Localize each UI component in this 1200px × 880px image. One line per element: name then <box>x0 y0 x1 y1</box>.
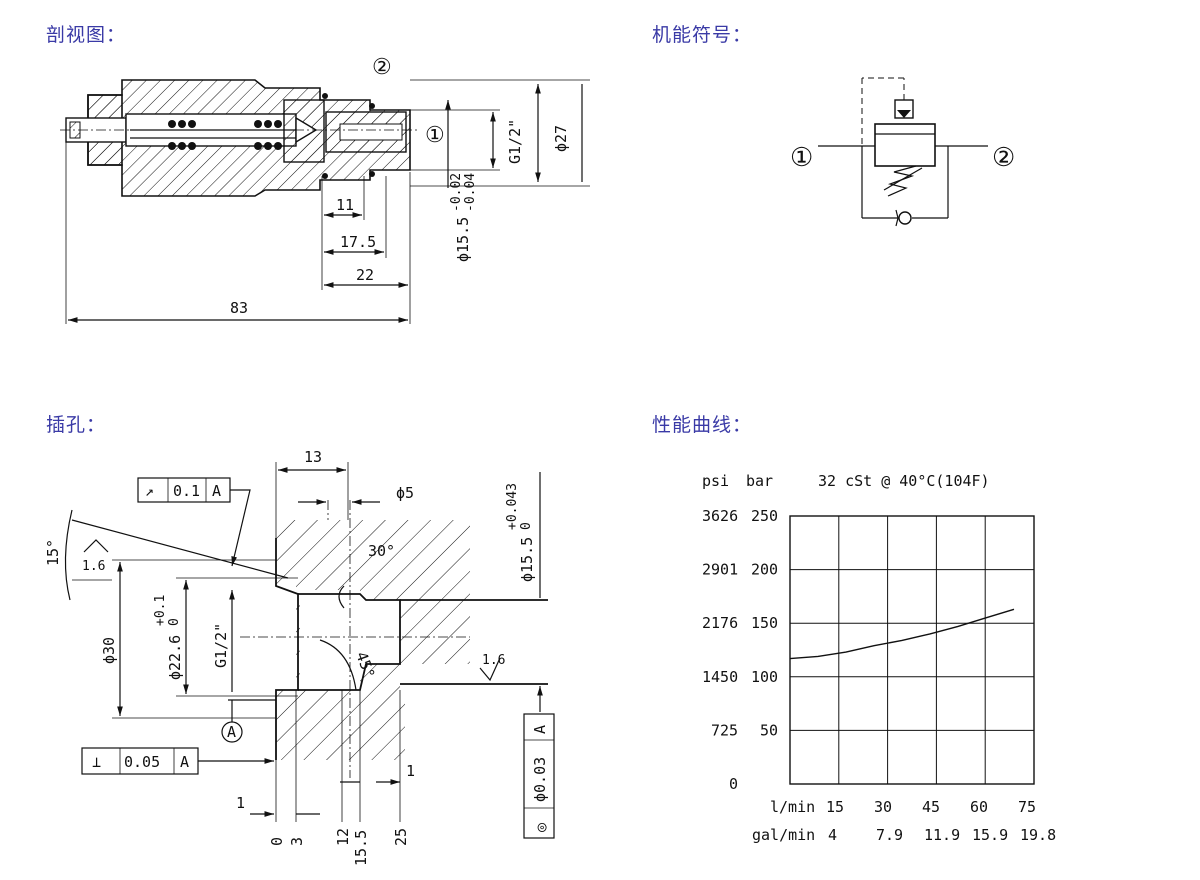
section-port-2: ② <box>372 55 392 80</box>
section-dim-83: 83 <box>230 299 248 317</box>
o-rings <box>322 93 375 179</box>
frame-conc-sym: ◎ <box>532 823 550 832</box>
cavity-rough-16a: 1.6 <box>82 559 105 574</box>
series-line <box>789 608 1015 660</box>
y-tick-psi: 0 <box>729 775 738 793</box>
section-dim-22: 22 <box>356 266 374 284</box>
y-tick-psi: 1450 <box>702 668 738 686</box>
check-ball <box>898 211 912 225</box>
x-tick-lmin: 60 <box>970 798 988 816</box>
frame-runout-val: 0.1 <box>173 482 200 500</box>
frame-perp-val: 0.05 <box>124 753 160 771</box>
chart-series <box>789 608 1015 660</box>
axis-tick: 15.5 <box>352 830 370 866</box>
frame-perp-sym: ⊥ <box>92 753 101 771</box>
y-tick-bar: 50 <box>760 721 778 739</box>
frame-perp <box>81 747 199 775</box>
chart-frame <box>789 515 1035 785</box>
chart-ylabel-bar: bar <box>746 472 773 490</box>
x-tick-galmin: 11.9 <box>924 826 960 844</box>
symbol-port-1: ① <box>790 143 813 173</box>
chart-xlabel-lmin: l/min <box>770 798 815 816</box>
y-tick-psi: 2901 <box>702 561 738 579</box>
frame-conc <box>523 713 555 839</box>
x-tick-lmin: 30 <box>874 798 892 816</box>
frame-perp-ref: A <box>180 753 189 771</box>
cavity-dim-d226-lower: 0 <box>167 618 182 626</box>
valve-block <box>874 123 936 167</box>
chart-grid <box>789 515 1035 785</box>
section-dim-175: 17.5 <box>340 233 376 251</box>
x-tick-galmin: 4 <box>828 826 837 844</box>
section-dim-d155: ϕ15.5 <box>454 217 472 262</box>
section-dim-d155-upper: -0.02 <box>449 173 464 212</box>
cavity-dim-1a: 1 <box>236 794 245 812</box>
frame-runout-sym: ↗ <box>145 482 154 500</box>
y-tick-bar: 100 <box>751 668 778 686</box>
y-tick-bar: 150 <box>751 614 778 632</box>
cavity-dim-g: G1/2" <box>212 623 230 668</box>
cavity-dim-d30: ϕ30 <box>100 637 118 664</box>
cavity-dim-d155-upper: +0.043 <box>505 483 520 530</box>
chart-ylabel-psi: psi <box>702 472 729 490</box>
datum-label: A <box>227 723 236 741</box>
section-view: ① ② G1/2" ϕ27 ϕ15.5 -0.02 -0.04 11 17.5 … <box>60 55 590 324</box>
frame-conc-val: ϕ0.03 <box>531 757 549 802</box>
x-tick-lmin: 75 <box>1018 798 1036 816</box>
curve-heading: 性能曲线： <box>652 414 753 436</box>
section-dim-g: G1/2" <box>506 119 524 164</box>
y-tick-bar: 250 <box>751 507 778 525</box>
spring-symbol <box>887 165 917 197</box>
cavity-dim-d5: ϕ5 <box>396 484 414 502</box>
y-tick-psi: 3626 <box>702 507 738 525</box>
frame-runout-ref: A <box>212 482 221 500</box>
chart-title: 32 cSt @ 40°C(104F) <box>818 472 990 490</box>
cavity-rough-16b: 1.6 <box>482 653 505 668</box>
axis-tick: 3 <box>288 837 306 846</box>
chart-ticks: 3626 250 2901 200 2176 150 1450 100 725 50 0 15 30 45… <box>702 507 1056 844</box>
frame-runout <box>137 477 231 503</box>
section-port-1: ① <box>425 123 445 148</box>
chart-xlabel-galmin: gal/min <box>752 826 815 844</box>
x-tick-galmin: 15.9 <box>972 826 1008 844</box>
cavity-dim-d226-upper: +0.1 <box>153 595 168 626</box>
x-tick-galmin: 19.8 <box>1020 826 1056 844</box>
section-dim-d27: ϕ27 <box>552 125 570 152</box>
cavity-dim-45deg: 45° <box>352 649 378 681</box>
cavity-heading: 插孔： <box>46 414 107 436</box>
y-tick-psi: 725 <box>711 721 738 739</box>
symbol-heading: 机能符号： <box>652 24 753 46</box>
y-tick-psi: 2176 <box>702 614 738 632</box>
section-dim-11: 11 <box>336 196 354 214</box>
cavity-dim-d155: ϕ15.5 <box>518 537 536 582</box>
y-tick-bar: 200 <box>751 561 778 579</box>
cavity-dim-30deg: 30° <box>368 542 395 560</box>
x-tick-lmin: 45 <box>922 798 940 816</box>
cavity-drawing: 13 ϕ5 30° 45° 15° 1.6 ↗ 0.1 A ϕ30 ϕ22.6 … <box>44 448 555 866</box>
cavity-dim-d226: ϕ22.6 <box>166 635 184 680</box>
cavity-dim-1b: 1 <box>406 762 415 780</box>
spring-coils <box>168 120 282 150</box>
section-view-heading: 剖视图： <box>46 24 127 46</box>
function-symbol: ① ② <box>790 77 1015 227</box>
axis-tick: 25 <box>392 828 410 846</box>
cavity-material <box>276 520 470 760</box>
x-tick-galmin: 7.9 <box>876 826 903 844</box>
cavity-dim-13: 13 <box>304 448 322 466</box>
x-tick-lmin: 15 <box>826 798 844 816</box>
cavity-dim-15deg: 15° <box>44 539 62 566</box>
symbol-port-2: ② <box>992 143 1015 173</box>
performance-chart: psi bar 32 cSt @ 40°C(104F) l/min gal/mi… <box>702 472 1056 844</box>
axis-tick: 12 <box>334 828 352 846</box>
axis-ticks: 0 3 12 15.5 25 <box>268 828 410 866</box>
cavity-dim-d155-lower: 0 <box>519 522 534 530</box>
frame-conc-ref: A <box>531 725 549 734</box>
axis-tick: 0 <box>268 837 286 846</box>
section-dim-d155-lower: -0.04 <box>463 173 478 212</box>
